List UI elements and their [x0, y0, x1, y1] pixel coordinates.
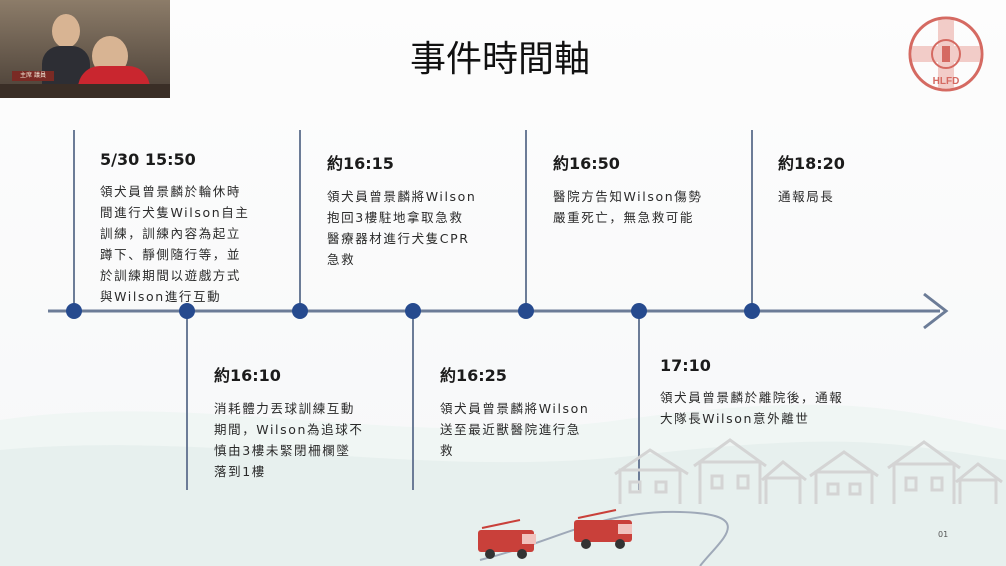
fire-truck-icon	[478, 519, 536, 559]
event-time: 5/30 15:50	[100, 150, 196, 169]
slide-title: 事件時間軸	[409, 39, 590, 80]
event-time: 約18:20	[778, 154, 845, 173]
event-time: 約16:10	[214, 366, 281, 385]
event-1610: 約16:10 消耗體力丟球訓練互動 期間，Wilson為追球不 慎由3樓未緊閉柵…	[214, 362, 363, 482]
event-time: 約16:25	[440, 366, 507, 385]
houses-illustration	[614, 438, 1003, 504]
fire-truck-icon	[574, 509, 632, 549]
event-description: 領犬員曾景麟將Wilson 抱回3樓駐地拿取急救 醫療器材進行犬隻CPR 急救	[327, 189, 477, 267]
timeline-node	[405, 303, 421, 319]
event-1625: 約16:25 領犬員曾景麟將Wilson 送至最近獸醫院進行急 救	[440, 362, 589, 461]
event-1615: 約16:15 領犬員曾景麟將Wilson 抱回3樓駐地拿取急救 醫療器材進行犬隻…	[327, 150, 476, 270]
nameplate: 主席 議員	[12, 71, 54, 81]
event-description: 消耗體力丟球訓練互動 期間，Wilson為追球不 慎由3樓未緊閉柵欄墜 落到1樓	[214, 401, 364, 479]
timeline-node	[631, 303, 647, 319]
timeline-arrow-icon	[923, 292, 949, 330]
event-1820: 約18:20 通報局長	[778, 150, 845, 207]
event-description: 醫院方告知Wilson傷勢 嚴重死亡，無急救可能	[553, 189, 703, 225]
event-description: 領犬員曾景麟於離院後，通報 大隊長Wilson意外離世	[660, 390, 844, 426]
event-time: 17:10	[660, 356, 711, 375]
timeline-node	[179, 303, 195, 319]
logo-text: HLFD	[933, 76, 960, 87]
hlfd-logo: HLFD	[908, 16, 984, 92]
event-description: 領犬員曾景麟將Wilson 送至最近獸醫院進行急 救	[440, 401, 590, 458]
event-1550: 5/30 15:50 領犬員曾景麟於輪休時 間進行犬隻Wilson自主 訓練，訓…	[100, 150, 249, 307]
timeline-node	[744, 303, 760, 319]
event-description: 通報局長	[778, 189, 835, 204]
event-time: 約16:15	[327, 154, 394, 173]
event-time: 約16:50	[553, 154, 620, 173]
video-feed-inset: 主席 議員	[0, 0, 170, 98]
event-1650: 約16:50 醫院方告知Wilson傷勢 嚴重死亡，無急救可能	[553, 150, 702, 228]
page-number: 01	[938, 530, 949, 539]
event-description: 領犬員曾景麟於輪休時 間進行犬隻Wilson自主 訓練，訓練內容為起立 蹲下、靜…	[100, 184, 250, 304]
timeline-node	[518, 303, 534, 319]
timeline-node	[292, 303, 308, 319]
timeline-node	[66, 303, 82, 319]
event-1710: 17:10 領犬員曾景麟於離院後，通報 大隊長Wilson意外離世	[660, 356, 843, 429]
